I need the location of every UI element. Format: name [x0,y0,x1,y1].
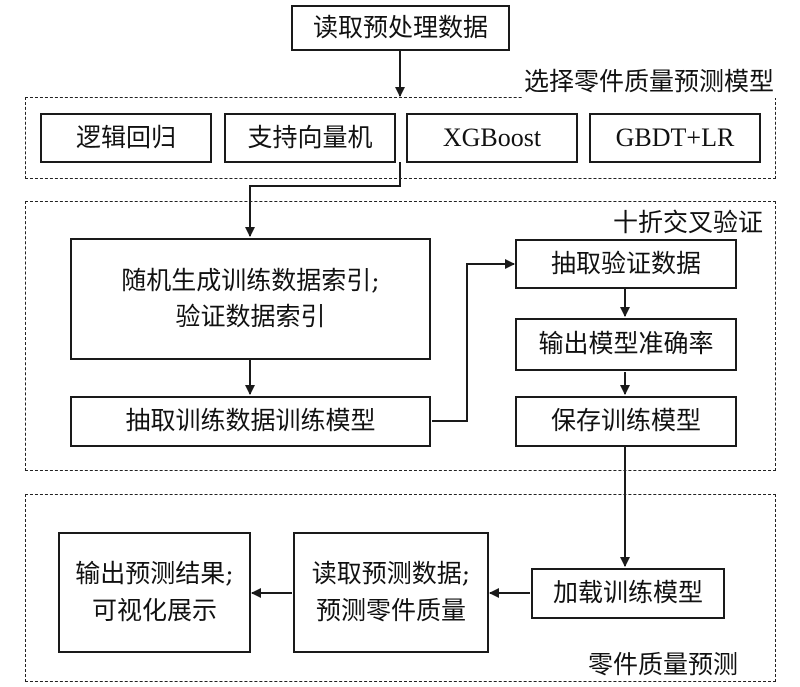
extract-train-node: 抽取训练数据训练模型 [70,396,431,447]
cross-validation-group [25,201,776,471]
prediction-group [25,494,776,682]
output-accuracy-node: 输出模型准确率 [515,318,737,371]
read-predict-line-1: 读取预测数据; [311,559,471,589]
load-model-node: 加载训练模型 [531,568,725,619]
save-model-node: 保存训练模型 [515,396,737,447]
model-logistic-regression: 逻辑回归 [40,113,212,163]
output-result-node: 输出预测结果; 可视化展示 [58,532,251,653]
random-index-node: 随机生成训练数据索引; 验证数据索引 [70,238,431,360]
read-predict-line-2: 预测零件质量 [315,595,466,625]
extract-validation-node: 抽取验证数据 [515,239,737,289]
arrow-models-to-cv [245,162,401,237]
cross-validation-title: 十折交叉验证 [611,203,766,239]
model-gbdt-lr: GBDT+LR [589,113,761,163]
arrow-train-to-validate [432,259,515,422]
output-result-line-1: 输出预测结果; [75,559,234,589]
read-predict-node: 读取预测数据; 预测零件质量 [293,532,489,653]
random-index-line-2: 验证数据索引 [175,302,326,331]
random-index-line-1: 随机生成训练数据索引; [121,265,380,295]
output-result-line-2: 可视化展示 [91,595,217,625]
model-selection-group [25,97,776,179]
model-selection-title: 选择零件质量预测模型 [522,62,777,98]
model-xgboost: XGBoost [406,113,578,163]
model-svm: 支持向量机 [224,113,396,163]
prediction-title: 零件质量预测 [586,645,741,681]
start-node: 读取预处理数据 [291,5,510,51]
